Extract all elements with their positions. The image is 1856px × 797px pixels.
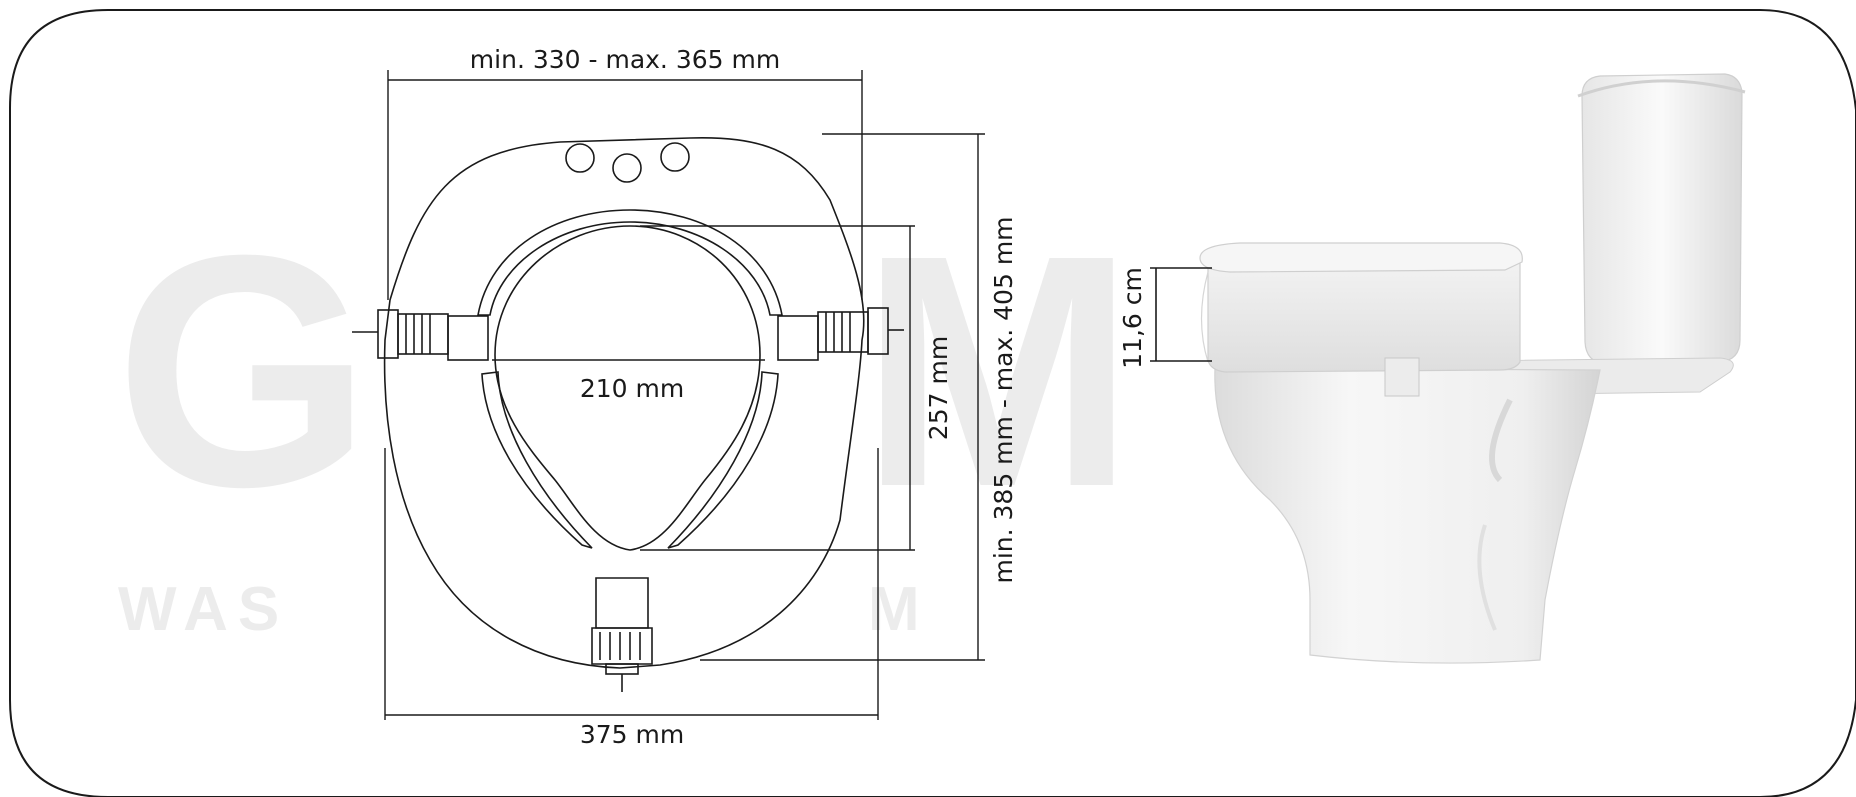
lower-right-band bbox=[667, 371, 779, 549]
dimension-base-width bbox=[384, 448, 879, 720]
seat-outline bbox=[383, 137, 865, 669]
watermark-letter-m: M bbox=[860, 186, 1135, 555]
label-opening-width: 210 mm bbox=[580, 374, 684, 403]
label-width-adjustable: min. 330 - max. 365 mm bbox=[470, 45, 780, 74]
hole-middle bbox=[612, 153, 642, 183]
toilet-bowl bbox=[1214, 367, 1601, 664]
dimension-height bbox=[1150, 267, 1212, 362]
watermark-text-m: M bbox=[868, 575, 920, 644]
toilet-product-image bbox=[1199, 73, 1746, 664]
seat-front-clip bbox=[1384, 357, 1420, 397]
hole-right bbox=[660, 142, 690, 172]
bottom-clamp bbox=[591, 577, 653, 692]
dimension-width-adjustable bbox=[387, 70, 863, 300]
dimension-seat-length bbox=[700, 133, 985, 661]
dimension-opening-depth bbox=[640, 225, 915, 551]
label-opening-depth: 257 mm bbox=[924, 336, 953, 440]
watermark-letter-g: G bbox=[115, 186, 372, 555]
label-seat-length: min. 385 mm - max. 405 mm bbox=[989, 216, 1018, 583]
rounded-frame bbox=[9, 9, 1856, 797]
upper-arc-band bbox=[477, 209, 783, 316]
left-clamp bbox=[352, 309, 489, 361]
toilet-tank bbox=[1581, 73, 1743, 365]
hole-left bbox=[565, 143, 595, 173]
label-base-width: 375 mm bbox=[580, 720, 684, 749]
watermark: G M WAS M bbox=[115, 186, 1135, 644]
seat-lid bbox=[1199, 242, 1523, 273]
seat-opening bbox=[494, 225, 761, 551]
lower-left-band bbox=[481, 371, 593, 549]
right-clamp bbox=[777, 307, 904, 361]
watermark-text-was: WAS bbox=[118, 575, 289, 644]
label-height: 11,6 cm bbox=[1118, 267, 1147, 369]
seat-technical-drawing bbox=[352, 70, 985, 720]
